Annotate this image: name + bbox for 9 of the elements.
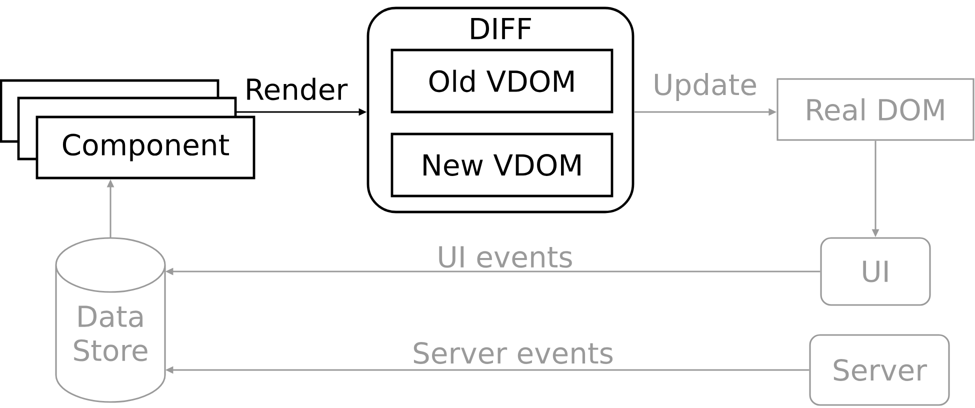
edge-label: Server events bbox=[411, 341, 616, 365]
process-box: Real DOM bbox=[776, 78, 974, 141]
process-box: New VDOM bbox=[390, 132, 614, 198]
rounded-box: UI bbox=[820, 237, 931, 306]
edge-label: UI events bbox=[436, 245, 574, 269]
rounded-box: Server bbox=[809, 334, 950, 406]
database-cylinder: Data Store bbox=[55, 237, 166, 403]
process-box: Old VDOM bbox=[390, 48, 614, 114]
edge-label: Update bbox=[652, 72, 759, 102]
